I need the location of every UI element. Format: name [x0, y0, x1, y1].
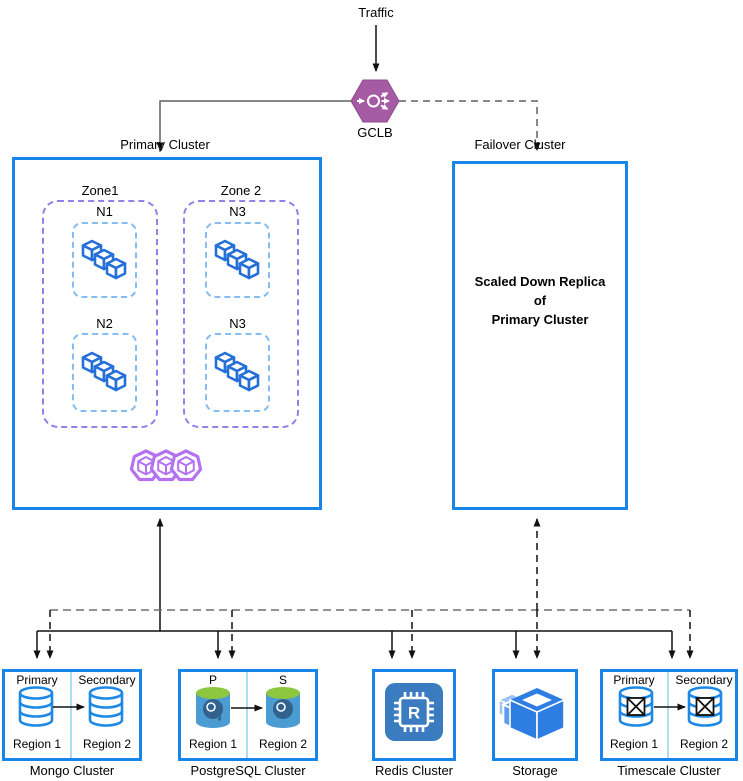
mongo-divider: [70, 672, 72, 758]
node-n1-label: N1: [96, 204, 113, 219]
failover-text-line3: Primary Cluster: [491, 312, 589, 327]
node-n3a-box: [205, 222, 270, 298]
timescale-cluster-title: Timescale Cluster: [617, 763, 721, 778]
primary-cluster-label: Primary Cluster: [120, 137, 210, 152]
zone2-box: [183, 200, 299, 428]
zone2-label: Zone 2: [220, 183, 262, 198]
timescale-divider: [667, 672, 669, 758]
timescale-region1-label: Region 1: [609, 737, 659, 751]
node-n2-box: [72, 333, 137, 412]
postgres-divider: [246, 672, 248, 758]
zone1-label: Zone1: [81, 183, 119, 198]
timescale-primary-label: Primary: [613, 673, 655, 687]
postgres-cluster-title: PostgreSQL Cluster: [190, 763, 306, 778]
mongo-primary-label: Primary: [16, 673, 58, 687]
zone1-box: [42, 200, 158, 428]
failover-text-line2: of: [533, 293, 547, 308]
traffic-label: Traffic: [358, 5, 394, 20]
timescale-secondary-label: Secondary: [675, 673, 733, 687]
failover-cluster-box: [452, 161, 628, 510]
failover-text-line1: Scaled Down Replica: [474, 274, 606, 289]
redis-cluster-title: Redis Cluster: [374, 763, 454, 778]
node-n1-box: [72, 222, 137, 298]
redis-cluster-box: [372, 669, 456, 761]
postgres-primary-label: P: [208, 673, 217, 687]
mongo-secondary-label: Secondary: [78, 673, 136, 687]
storage-box: [492, 669, 578, 761]
failover-cluster-label: Failover Cluster: [474, 137, 566, 152]
storage-title: Storage: [512, 763, 558, 778]
node-n3b-label: N3: [229, 316, 246, 331]
postgres-region1-label: Region 1: [188, 737, 238, 751]
node-n2-label: N2: [96, 316, 113, 331]
postgres-region2-label: Region 2: [258, 737, 308, 751]
gclb-load-balancer-icon: [350, 79, 400, 123]
node-n3a-label: N3: [229, 204, 246, 219]
timescale-region2-label: Region 2: [679, 737, 729, 751]
mongo-region1-label: Region 1: [12, 737, 62, 751]
failover-cluster-text: Scaled Down Replica of Primary Cluster: [452, 272, 628, 329]
mongo-cluster-title: Mongo Cluster: [29, 763, 115, 778]
node-n3b-box: [205, 333, 270, 412]
postgres-secondary-label: S: [278, 673, 287, 687]
mongo-region2-label: Region 2: [82, 737, 132, 751]
gclb-label: GCLB: [357, 125, 393, 140]
